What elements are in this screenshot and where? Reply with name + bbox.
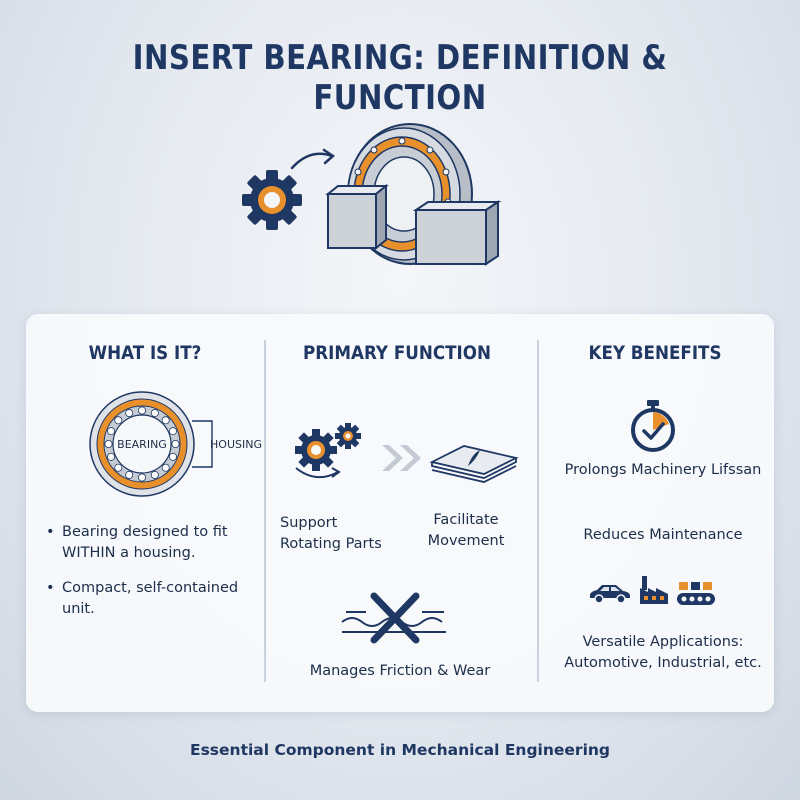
gears-icon — [295, 423, 361, 479]
ball-element — [138, 473, 147, 482]
factory-icon — [640, 576, 668, 604]
benefit-item-lifespan: Prolongs Machinery Lifssan — [564, 462, 762, 478]
function-item-movement: Facilitate Movement — [427, 512, 505, 549]
bullet-item: Bearing designed to fit WITHIN a housing… — [46, 522, 266, 564]
ball-element — [125, 409, 134, 418]
what-is-it-heading: WHAT IS IT? — [88, 342, 202, 364]
housing-label: HOUSING — [210, 438, 262, 451]
ball-element — [161, 416, 170, 425]
ball-element — [168, 427, 177, 436]
ball-element — [107, 427, 116, 436]
footer-tagline: Essential Component in Mechanical Engine… — [189, 741, 611, 759]
friction-x-icon — [341, 592, 446, 644]
ball-element — [114, 416, 123, 425]
ball-element — [104, 440, 113, 449]
ball-element — [150, 470, 159, 479]
sliding-surface-icon — [429, 445, 519, 483]
gear-icon — [242, 170, 302, 230]
stopwatch-icon — [631, 400, 675, 452]
ball-element — [150, 409, 159, 418]
ball-element — [114, 463, 123, 472]
ball-element — [138, 406, 147, 415]
car-icon — [590, 585, 630, 604]
bullet-item: Compact, self-contained unit. — [46, 578, 266, 620]
ball-element — [168, 452, 177, 461]
benefit-item-versatile: Versatile Applications: Automotive, Indu… — [564, 634, 762, 671]
conveyor-icon — [677, 582, 715, 605]
bearing-label: BEARING — [117, 438, 167, 451]
arrow-icon — [290, 148, 336, 170]
benefit-item-maintenance: Reduces Maintenance — [583, 527, 743, 543]
key-benefits-heading: KEY BENEFITS — [588, 342, 722, 364]
info-panel — [26, 314, 774, 712]
function-item-friction: Manages Friction & Wear — [309, 663, 491, 679]
ball-element — [161, 463, 170, 472]
bearing-housing-icon: BEARING HOUSING — [89, 391, 262, 497]
ball-element — [107, 452, 116, 461]
page-title: INSERT BEARING: DEFINITION & FUNCTION — [132, 38, 668, 118]
column-divider — [537, 340, 539, 682]
ball-element — [171, 440, 180, 449]
what-is-it-bullets: Bearing designed to fit WITHIN a housing… — [46, 522, 266, 634]
primary-function-heading: PRIMARY FUNCTION — [303, 342, 491, 364]
ball-element — [125, 470, 134, 479]
hero-illustration — [242, 123, 502, 266]
housing-blocks-icon — [325, 183, 502, 266]
chevrons-icon — [382, 445, 421, 471]
column-divider — [264, 340, 266, 682]
function-item-support: Support Rotating Parts — [280, 515, 382, 552]
